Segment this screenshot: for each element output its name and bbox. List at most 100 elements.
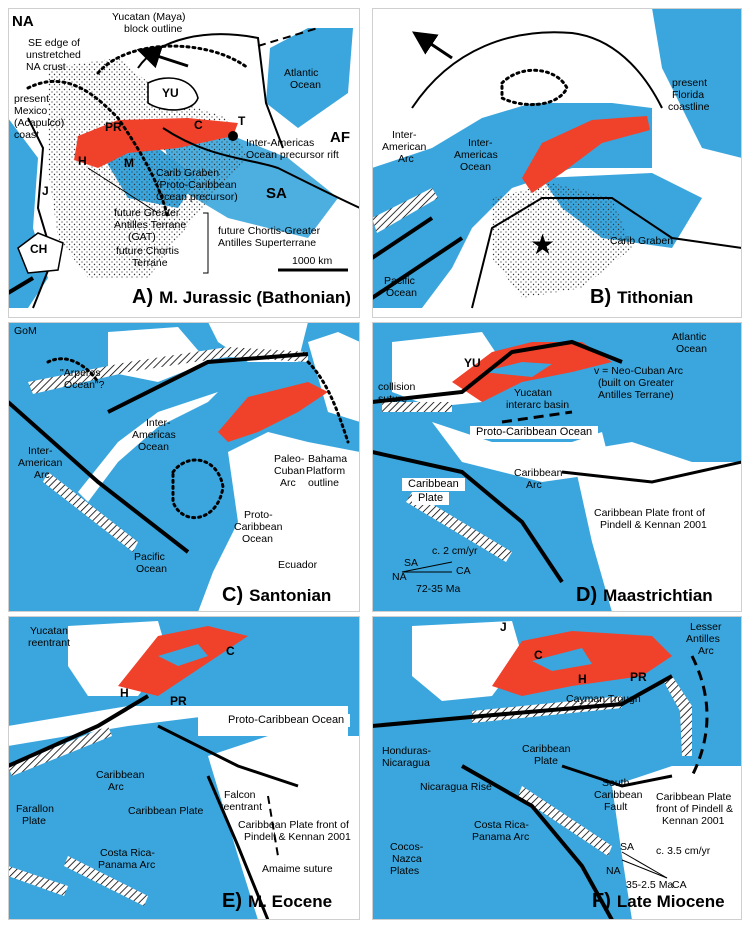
greater-antilles-terrane xyxy=(522,116,650,193)
map-f xyxy=(372,616,742,920)
na-motion-arrow xyxy=(136,45,189,69)
label-fl2: Florida xyxy=(672,89,705,101)
label-j: J xyxy=(500,620,507,634)
caption-e: E)M. Eocene xyxy=(222,890,332,913)
label-ia2: Ocean precursor rift xyxy=(246,149,339,161)
label-atl1: Atlantic xyxy=(284,67,319,79)
label-fr2: reentrant xyxy=(220,801,263,813)
sa-coast xyxy=(471,197,742,309)
caption-b-title: Tithonian xyxy=(617,288,694,307)
label-rate: c. 3.5 cm/yr xyxy=(656,845,711,857)
farallon-arc-hatch xyxy=(8,866,68,896)
label-yr1: Yucatan xyxy=(30,625,68,637)
label-iaa2: American xyxy=(18,457,63,469)
label-c: C xyxy=(534,648,543,662)
label-pr: PR xyxy=(105,120,122,134)
label-pf1: Caribbean Plate front of xyxy=(238,819,349,831)
lesser-antilles-hatch xyxy=(664,676,692,756)
label-pf3: Kennan 2001 xyxy=(662,815,725,827)
caption-a-title: M. Jurassic (Bathonian) xyxy=(159,288,351,307)
label-iao3: Ocean xyxy=(460,161,491,173)
label-m: M xyxy=(124,156,134,170)
label-na: NA xyxy=(12,13,34,30)
label-pco1: Proto- xyxy=(244,509,273,521)
main-trench xyxy=(8,694,150,768)
label-arp2: Ocean"? xyxy=(64,379,105,391)
mexico-coast xyxy=(27,117,55,309)
label-se3: NA crust xyxy=(26,61,66,73)
panel-c-frame xyxy=(8,322,360,612)
pacific-trench xyxy=(8,400,190,554)
label-ch: CH xyxy=(30,242,48,256)
label-sup2: Antilles Superterrane xyxy=(218,237,317,249)
main-trench xyxy=(372,674,673,728)
arc-hatch xyxy=(406,492,512,562)
label-fp2: Plate xyxy=(22,815,46,827)
caribbean-trench xyxy=(372,450,564,584)
label-ia1: Inter-Americas xyxy=(246,137,315,149)
label-fl3: coastline xyxy=(668,101,710,113)
label-pr: PR xyxy=(170,694,187,708)
label-gat2: Antilles Terrane xyxy=(114,219,187,231)
label-yu: YU xyxy=(162,86,179,100)
greater-antilles-terrane xyxy=(74,118,238,168)
label-gat1: future Greater xyxy=(114,207,180,219)
caribbean-front xyxy=(157,724,299,788)
label-ncu2: (built on Greater xyxy=(598,377,674,389)
label-gat3: (GAT) xyxy=(128,231,156,243)
label-cg: Carib Graben xyxy=(610,235,674,247)
pacific-trench xyxy=(461,764,614,920)
panel-d-maastrichtian: Atlantic Ocean YU collision suture v = N… xyxy=(372,322,742,612)
label-pco3: Ocean xyxy=(242,533,273,545)
label-iao1: Inter- xyxy=(468,137,493,149)
label-scf3: Fault xyxy=(604,801,628,813)
label-maya2: block outline xyxy=(124,23,183,35)
label-j: J xyxy=(42,184,49,198)
label-sa: SA xyxy=(620,841,635,853)
label-pr: PR xyxy=(630,670,647,684)
label-nr: Nicaragua Rise xyxy=(420,781,492,793)
label-cn1: Cocos- xyxy=(390,841,424,853)
label-age: 72-35 Ma xyxy=(416,583,461,595)
label-se1: SE edge of xyxy=(28,37,80,49)
caption-f: F)Late Miocene xyxy=(592,890,725,913)
costa-rica-arc-hatch xyxy=(64,856,148,906)
label-yr2: reentrant xyxy=(28,637,71,649)
label-ca2: Arc xyxy=(526,479,542,491)
caption-a: A)M. Jurassic (Bathonian) xyxy=(132,286,351,309)
label-hn1: Honduras- xyxy=(382,745,432,757)
label-rate: c. 2 cm/yr xyxy=(432,545,478,557)
label-pco2: Caribbean xyxy=(234,521,283,533)
label-pco: Proto-Caribbean Ocean xyxy=(470,426,599,439)
label-mex4: coast xyxy=(14,129,40,141)
label-ncu3: Antilles Terrane) xyxy=(598,389,674,401)
label-cn2: Nazca xyxy=(392,853,422,865)
costa-rica-arc-hatch xyxy=(518,786,612,856)
label-cp2: Plate xyxy=(412,492,450,505)
label-arp1: "Arperos xyxy=(60,367,101,379)
map-b: ★ xyxy=(372,8,742,318)
label-as: Amaime suture xyxy=(262,863,333,875)
rate-vector-ca xyxy=(401,561,453,573)
subduction-zone xyxy=(8,276,35,295)
arc-hatch xyxy=(28,347,308,394)
label-la1: Lesser xyxy=(690,621,722,633)
label-pf2: Pindell & Kennan 2001 xyxy=(600,519,707,531)
label-ec: Ecuador xyxy=(278,559,318,571)
arc-hatch xyxy=(8,726,112,776)
caption-c-letter: C) xyxy=(222,584,244,606)
label-maya: Yucatan (Maya) xyxy=(112,11,186,23)
panel-d-frame xyxy=(372,322,742,612)
proto-caribbean-outline xyxy=(171,458,225,520)
trench xyxy=(372,236,464,300)
na-motion-arrow xyxy=(412,31,453,60)
sa-land xyxy=(198,432,360,612)
maya-outline xyxy=(96,44,250,75)
label-c: C xyxy=(226,644,235,658)
terrane-inner-water xyxy=(532,648,592,671)
caption-e-title: M. Eocene xyxy=(248,892,333,911)
label-bp2: Platform xyxy=(306,465,346,477)
atlantic-ocean xyxy=(266,28,353,128)
label-po1: Pacific xyxy=(384,275,415,287)
paleo-cuban-arc xyxy=(218,382,328,442)
